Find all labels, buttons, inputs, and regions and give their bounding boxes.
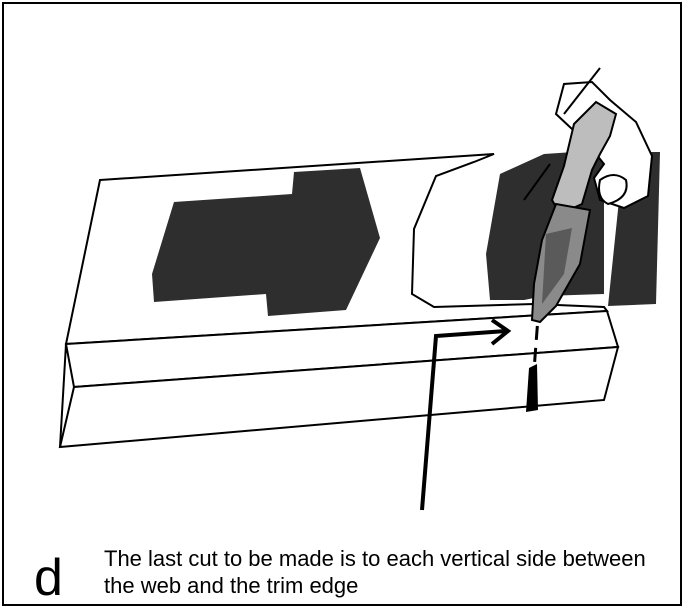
figure-caption: The last cut to be made is to each verti…: [104, 545, 664, 599]
figure-frame: d The last cut to be made is to each ver…: [2, 2, 682, 606]
trim-cut-illustration: [4, 4, 688, 539]
step-letter: d: [34, 552, 63, 604]
